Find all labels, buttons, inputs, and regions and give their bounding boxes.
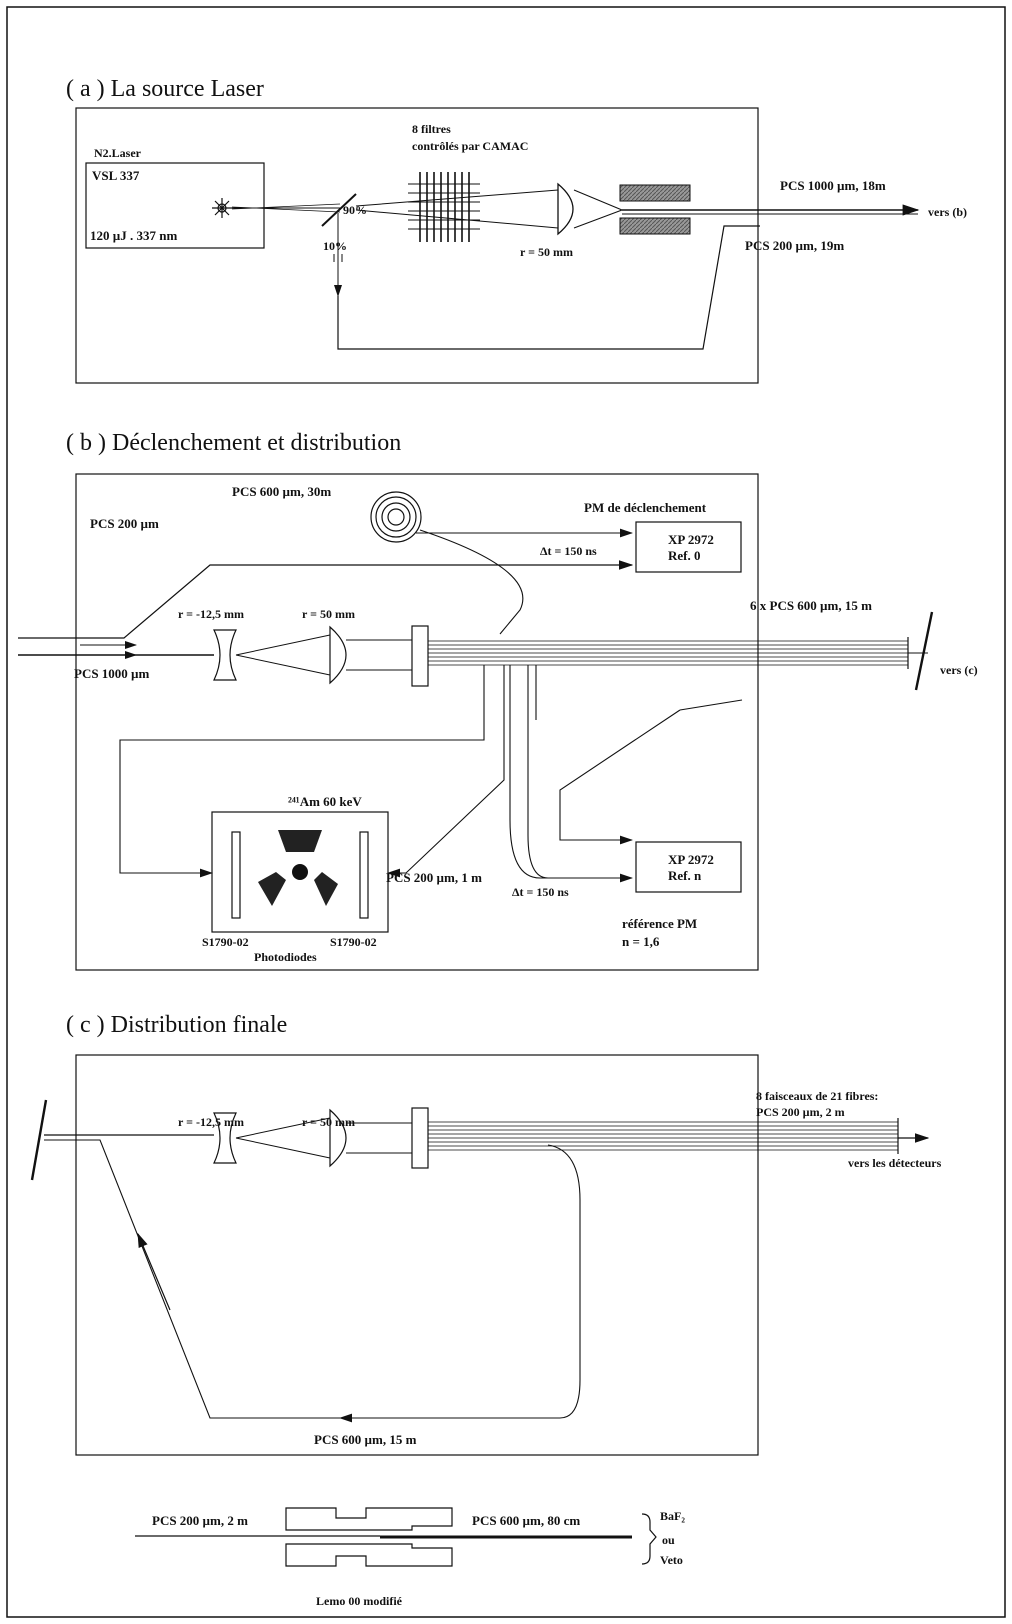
ref-n-label: n = 1,6 — [622, 934, 660, 949]
section-c-frame — [75, 1054, 759, 1456]
pm2-ref: Ref. n — [668, 868, 702, 883]
section-c-title: ( c ) Distribution finale — [66, 1012, 287, 1038]
lens-focal-a: r = 50 mm — [520, 245, 573, 259]
bundle-holder-c — [411, 1107, 429, 1169]
dest-b: vers (b) — [928, 205, 967, 219]
pd-fiber-label: PCS 200 µm, 1 m — [386, 870, 482, 885]
pm-trigger-label: PM de déclenchement — [584, 500, 707, 515]
pm-box-refn — [635, 841, 742, 893]
lens2-c: r = 50 mm — [302, 1115, 355, 1129]
diverging-lens-c-icon — [213, 1112, 237, 1164]
fiber-coil-icon — [370, 491, 422, 543]
bundle-holder-b — [411, 625, 429, 687]
fiber-bundle-c — [428, 1118, 899, 1154]
fiber-holder-bottom — [619, 217, 691, 235]
beam-splitter — [321, 193, 357, 227]
delay-2: Δt = 150 ns — [512, 885, 569, 899]
converging-lens-c-icon — [329, 1108, 347, 1168]
split-10-label: 10% — [323, 239, 347, 253]
pd-label: Photodiodes — [254, 950, 317, 964]
source-label: ²⁴¹Am 60 keV — [288, 794, 362, 809]
connector-c-input-icon — [30, 1099, 48, 1181]
lens1-c: r = -12,5 mm — [178, 1115, 244, 1129]
pd-right-label: S1790-02 — [330, 935, 377, 949]
photodiode-right — [359, 831, 369, 919]
pm1-ref: Ref. 0 — [668, 548, 701, 563]
bundle-c-2: PCS 200 µm, 2 m — [756, 1105, 845, 1119]
split-90-label: 90% — [343, 203, 367, 217]
target-2: ou — [662, 1533, 675, 1547]
focus-lens-icon — [557, 182, 574, 236]
pm-box-ref0 — [635, 521, 742, 573]
filter-stack — [408, 172, 480, 242]
in-fiber-1000: PCS 1000 µm — [74, 666, 150, 681]
converging-lens-b-icon — [329, 625, 347, 685]
connector-c-icon — [914, 611, 934, 691]
pd-left-label: S1790-02 — [202, 935, 249, 949]
connector-name: Lemo 00 modifié — [316, 1594, 403, 1608]
page-frame — [6, 6, 1006, 1618]
pm2-name: XP 2972 — [668, 852, 714, 867]
return-fiber-label: PCS 600 µm, 15 m — [314, 1432, 417, 1447]
section-a-frame — [75, 107, 759, 384]
filters-line1: 8 filtres — [412, 122, 451, 136]
connector-body — [285, 1507, 453, 1567]
laser-label: N2.Laser — [94, 146, 142, 160]
laser-model: VSL 337 — [92, 168, 140, 183]
fiber-out-2: PCS 200 µm, 19m — [745, 238, 844, 253]
laser-specs: 120 µJ . 337 nm — [90, 228, 177, 243]
dest-c: vers (c) — [940, 663, 978, 677]
photodiode-left — [231, 831, 241, 919]
bundle-b-label: 6 x PCS 600 µm, 15 m — [750, 598, 872, 613]
section-b-title: ( b ) Déclenchement et distribution — [66, 430, 401, 456]
bundle-c-1: 8 faisceaux de 21 fibres: — [756, 1089, 878, 1103]
target-3: Veto — [660, 1553, 683, 1567]
diverging-lens-b-icon — [213, 629, 237, 681]
section-b-frame — [75, 473, 759, 971]
laser-box — [85, 162, 265, 249]
lens1-b: r = -12,5 mm — [178, 607, 244, 621]
laser-star-icon — [212, 198, 232, 218]
dest-detectors: vers les détecteurs — [848, 1156, 942, 1170]
fiber-bundle-b — [428, 637, 909, 669]
conn-right-fiber: PCS 600 µm, 80 cm — [472, 1513, 580, 1528]
attenuator-icon — [333, 254, 343, 262]
section-b: ( b ) Déclenchement et distribution PCS … — [18, 430, 978, 971]
coil-fiber-label: PCS 600 µm, 30m — [232, 484, 331, 499]
brace-icon — [641, 1513, 657, 1565]
section-a: ( a ) La source Laser N2.Laser VSL 337 1… — [66, 76, 967, 384]
photodiode-box — [211, 811, 389, 933]
lemo-connector: PCS 200 µm, 2 m PCS 600 µm, 80 cm BaF₂ o… — [135, 1507, 685, 1608]
ref-pm-label: référence PM — [622, 916, 697, 931]
delay-1: Δt = 150 ns — [540, 544, 597, 558]
pm1-name: XP 2972 — [668, 532, 714, 547]
fiber-holder-top — [619, 184, 691, 202]
in-fiber-200: PCS 200 µm — [90, 516, 159, 531]
section-c: ( c ) Distribution finale r = -12,5 mm r… — [30, 1012, 942, 1456]
radiation-icon — [258, 830, 338, 906]
target-1: BaF₂ — [660, 1509, 685, 1523]
fiber-out-1: PCS 1000 µm, 18m — [780, 178, 886, 193]
section-a-title: ( a ) La source Laser — [66, 76, 264, 102]
filters-line2: contrôlés par CAMAC — [412, 139, 528, 153]
lens2-b: r = 50 mm — [302, 607, 355, 621]
conn-left-fiber: PCS 200 µm, 2 m — [152, 1513, 248, 1528]
